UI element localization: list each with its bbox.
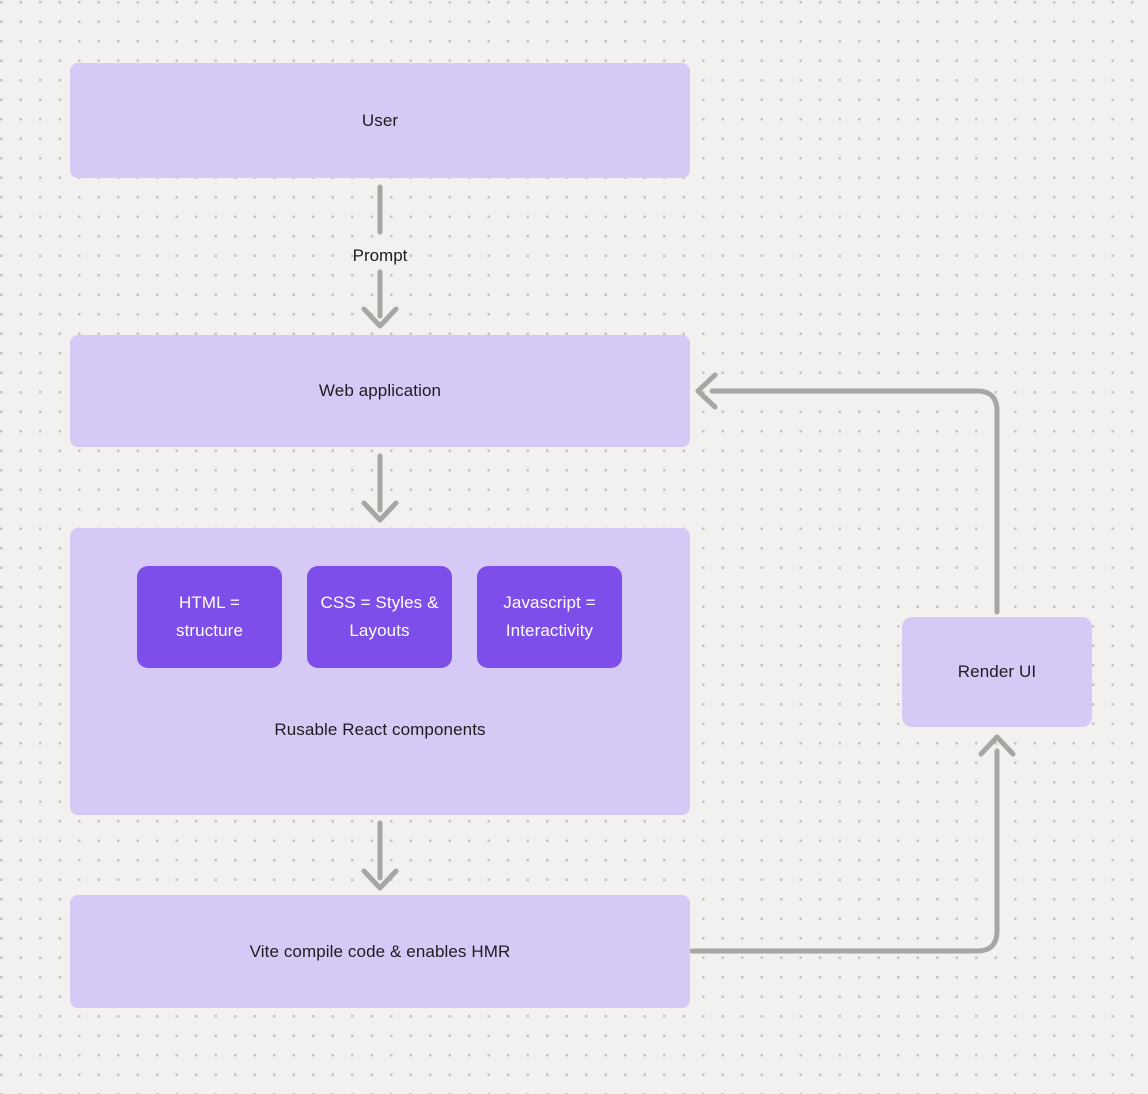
node-render-ui: Render UI [902,617,1092,727]
node-web-application-label: Web application [318,381,442,400]
node-javascript: Javascript = Interactivity [477,566,622,668]
arrowhead-left-icon [695,372,718,410]
components-group-caption: Rusable React components [274,720,486,739]
node-css: CSS = Styles & Layouts [307,566,452,668]
node-render-ui-label: Render UI [957,662,1037,681]
node-user-label: User [361,110,399,130]
node-vite: Vite compile code & enables HMR [70,895,690,1008]
node-web-application: Web application [70,335,690,447]
node-html: HTML = structure [137,566,282,668]
node-components-group: HTML = structure CSS = Styles & Layouts … [70,528,690,815]
arrowhead-up-icon [978,734,1016,757]
node-html-label: HTML = structure [175,593,244,640]
arrowhead-down-icon [361,500,399,523]
node-css-label: CSS = Styles & Layouts [320,593,439,640]
edge-vite-to-renderui [689,748,1000,954]
arrowhead-down-icon [361,306,399,329]
node-javascript-label: Javascript = Interactivity [503,593,596,640]
node-vite-label: Vite compile code & enables HMR [249,941,511,961]
arrowhead-down-icon [361,868,399,891]
node-user: User [70,63,690,178]
edge-label-prompt: Prompt [352,246,408,265]
edge-renderui-to-webapp [709,388,1000,615]
